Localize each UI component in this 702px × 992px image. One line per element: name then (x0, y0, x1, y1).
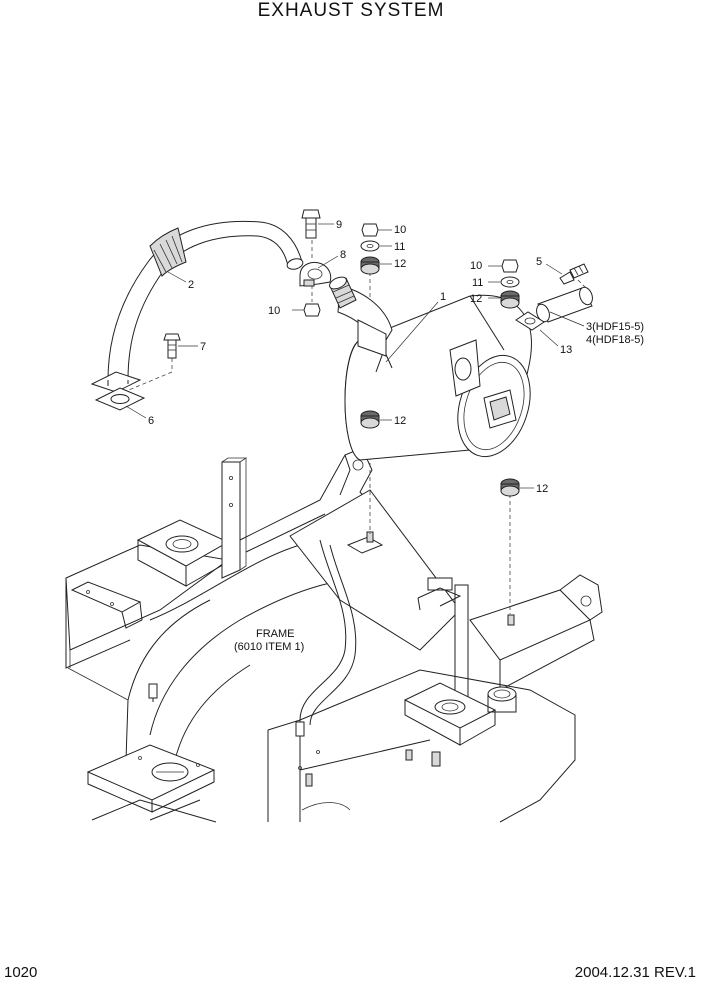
gasket-13 (515, 311, 545, 331)
tail-pipe (536, 286, 593, 323)
frame-center-plate (289, 489, 461, 651)
bolt-5 (559, 263, 589, 285)
rubber-mount-12-a (360, 256, 380, 275)
callout-11-right: 11 (472, 277, 483, 289)
callout-11-left: 11 (394, 241, 405, 253)
frame-arch (149, 544, 301, 621)
callout-2: 2 (188, 279, 194, 291)
callout-10-right: 10 (470, 260, 482, 272)
rubber-mount-12-d (500, 478, 520, 497)
callout-5: 5 (536, 256, 542, 268)
nut-10-left (303, 303, 321, 317)
callout-13: 13 (560, 344, 572, 356)
clamp-8 (299, 262, 332, 287)
frame-left-beam (65, 544, 230, 651)
bolt-9 (301, 209, 321, 239)
pipe-flange (90, 371, 142, 393)
nut-10-top-left (361, 223, 379, 237)
page-title: EXHAUST SYSTEM (257, 0, 445, 21)
muffler (329, 276, 532, 461)
callout-7: 7 (200, 341, 206, 353)
bolt-7 (163, 333, 181, 359)
exhaust-pipe (90, 220, 304, 393)
callout-8: 8 (340, 249, 346, 261)
frame-structure (65, 447, 603, 823)
callout-4: 4(HDF18-5) (586, 334, 644, 346)
callout-12-c: 12 (470, 293, 482, 305)
rubber-mount-12-c (500, 290, 520, 309)
gasket-6 (94, 387, 146, 411)
frame-label-line2: (6010 ITEM 1) (234, 641, 304, 653)
callout-12-d: 12 (536, 483, 548, 495)
callout-9: 9 (336, 219, 342, 231)
callout-6: 6 (148, 415, 154, 427)
washer-11-right (500, 276, 520, 288)
frame-post-right (454, 584, 469, 701)
callout-10-left: 10 (268, 305, 280, 317)
page-number: 1020 (4, 964, 38, 981)
frame-label-line1: FRAME (256, 628, 295, 640)
washer-11-left (360, 240, 380, 252)
rubber-mount-12-b (360, 410, 380, 429)
callout-10-top: 10 (394, 224, 406, 236)
revision-date: 2004.12.31 REV.1 (574, 964, 696, 981)
nut-10-top-right (501, 259, 519, 273)
frame-right-beam (469, 589, 591, 661)
callout-12-b: 12 (394, 415, 406, 427)
callout-3: 3(HDF15-5) (586, 321, 644, 333)
leader-lines (125, 223, 585, 489)
callout-12-a: 12 (394, 258, 406, 270)
callout-1: 1 (440, 291, 446, 303)
flex-section-upper (329, 276, 357, 309)
callout-labels: 1 2 3(HDF15-5) 4(HDF18-5) 5 6 7 8 9 10 1… (148, 219, 644, 653)
